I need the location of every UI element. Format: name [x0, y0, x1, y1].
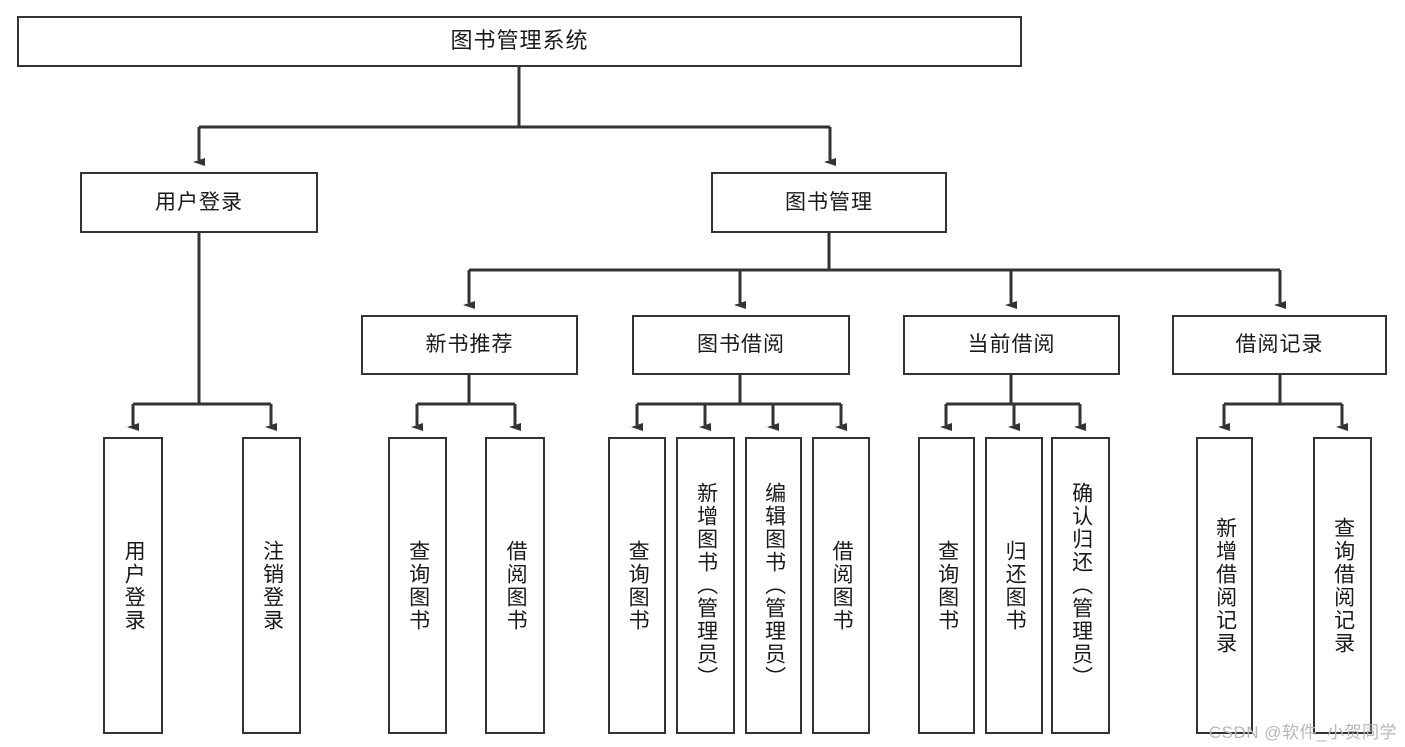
node-book-manage-label: 图书管理: [785, 190, 873, 214]
node-leaf-user-login[interactable]: 用户登录: [103, 437, 163, 734]
node-user-login-label: 用户登录: [155, 190, 243, 214]
node-leaf-borrow-book-1[interactable]: 借阅图书: [485, 437, 545, 734]
node-leaf-query-book-1-label: 查询图书: [406, 539, 430, 632]
node-leaf-confirm-return-label: 确认归还（管理员）: [1069, 482, 1093, 689]
node-new-book-recommend[interactable]: 新书推荐: [361, 315, 578, 375]
node-leaf-logout-label: 注销登录: [260, 539, 284, 632]
node-borrow-record-label: 借阅记录: [1235, 333, 1324, 357]
node-leaf-add-record[interactable]: 新增借阅记录: [1196, 437, 1253, 734]
node-current-borrow[interactable]: 当前借阅: [903, 315, 1120, 375]
node-leaf-query-book-2-label: 查询图书: [626, 539, 650, 632]
node-leaf-borrow-book-2[interactable]: 借阅图书: [812, 437, 870, 734]
node-leaf-logout[interactable]: 注销登录: [242, 437, 301, 734]
node-leaf-add-book-label: 新增图书（管理员）: [694, 482, 718, 689]
node-leaf-borrow-book-2-label: 借阅图书: [830, 539, 854, 632]
node-leaf-user-login-label: 用户登录: [122, 539, 146, 632]
node-new-book-recommend-label: 新书推荐: [425, 333, 514, 357]
node-leaf-borrow-book-1-label: 借阅图书: [504, 539, 528, 632]
node-leaf-edit-book[interactable]: 编辑图书（管理员）: [745, 437, 802, 734]
node-leaf-query-book-1[interactable]: 查询图书: [388, 437, 447, 734]
node-book-borrow[interactable]: 图书借阅: [632, 315, 850, 375]
node-leaf-query-book-3-label: 查询图书: [935, 539, 959, 632]
watermark: CSDN @软件_小贺同学: [1208, 723, 1397, 742]
node-leaf-query-book-2[interactable]: 查询图书: [608, 437, 666, 734]
node-book-manage[interactable]: 图书管理: [711, 172, 947, 233]
node-book-borrow-label: 图书借阅: [697, 333, 785, 357]
node-borrow-record[interactable]: 借阅记录: [1172, 315, 1387, 375]
node-root[interactable]: 图书管理系统: [17, 16, 1022, 67]
node-leaf-return-book[interactable]: 归还图书: [985, 437, 1043, 734]
node-leaf-add-book[interactable]: 新增图书（管理员）: [676, 437, 735, 734]
node-leaf-query-record-label: 查询借阅记录: [1331, 516, 1355, 655]
node-user-login[interactable]: 用户登录: [80, 172, 318, 233]
node-leaf-confirm-return[interactable]: 确认归还（管理员）: [1051, 437, 1110, 734]
node-root-label: 图书管理系统: [450, 28, 589, 54]
node-leaf-query-record[interactable]: 查询借阅记录: [1313, 437, 1372, 734]
node-leaf-edit-book-label: 编辑图书（管理员）: [762, 482, 786, 689]
node-leaf-query-book-3[interactable]: 查询图书: [918, 437, 975, 734]
node-current-borrow-label: 当前借阅: [967, 333, 1056, 357]
node-leaf-return-book-label: 归还图书: [1003, 539, 1027, 632]
node-leaf-add-record-label: 新增借阅记录: [1213, 516, 1237, 655]
